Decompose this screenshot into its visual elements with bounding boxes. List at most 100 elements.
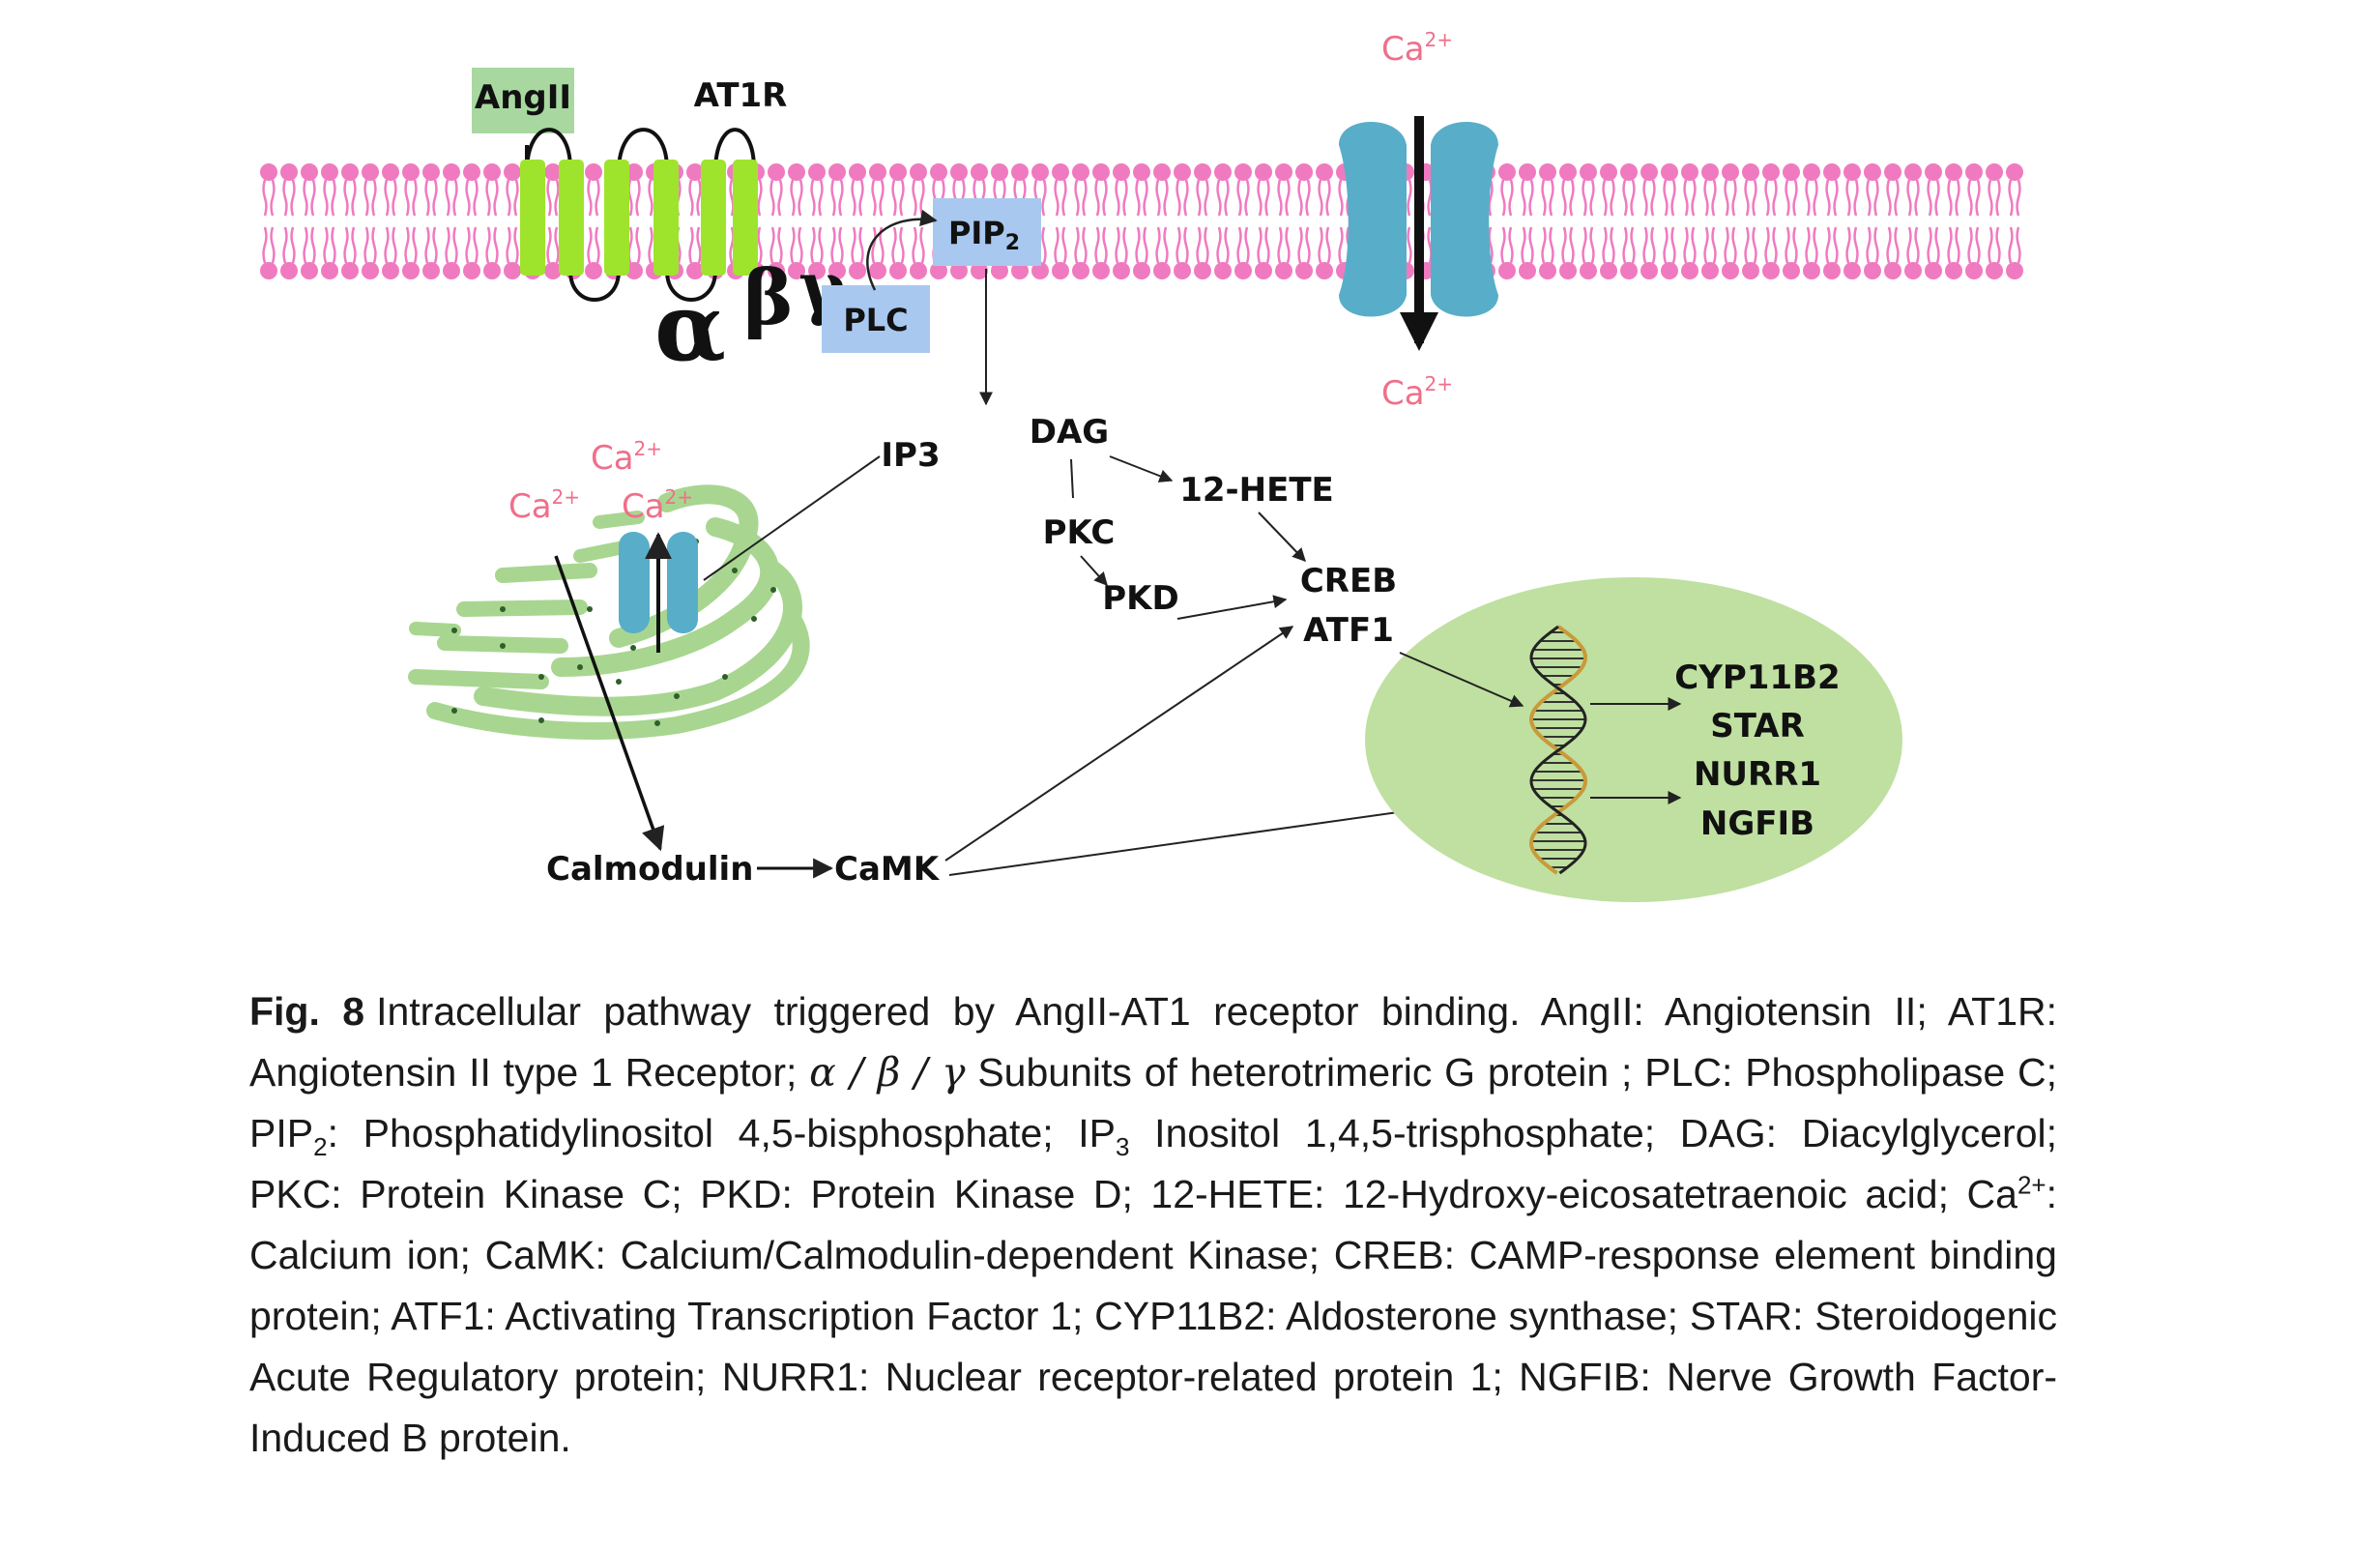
lipid-tail bbox=[1257, 179, 1263, 217]
lipid-head bbox=[1255, 163, 1272, 181]
lipid-tail bbox=[790, 226, 796, 264]
lipid-head bbox=[1864, 262, 1881, 279]
er-ribosome bbox=[500, 643, 506, 649]
lipid-tail bbox=[851, 179, 856, 217]
lipid-tail bbox=[1975, 179, 1981, 217]
lipid-head bbox=[1559, 163, 1577, 181]
lipid-head bbox=[1904, 163, 1922, 181]
lipid-tail bbox=[1257, 226, 1263, 264]
lipid-tail bbox=[1785, 179, 1790, 217]
lipid-head bbox=[341, 163, 359, 181]
lipid-tail bbox=[830, 179, 836, 217]
lipid-head bbox=[463, 262, 480, 279]
lipid-tail bbox=[1541, 226, 1547, 264]
lipid-head bbox=[971, 163, 988, 181]
lipid-head bbox=[1580, 163, 1597, 181]
lipid-tail bbox=[445, 179, 450, 217]
lipid-head bbox=[504, 262, 521, 279]
lipid-tail bbox=[1650, 226, 1656, 264]
lipid-head bbox=[1762, 163, 1780, 181]
camk-label: CaMK bbox=[834, 850, 941, 889]
lipid-tail bbox=[1224, 179, 1230, 217]
lipid-tail bbox=[1122, 226, 1128, 264]
lipid-tail bbox=[1285, 179, 1291, 217]
lipid-tail bbox=[1683, 179, 1689, 217]
pkc-to-pkd-arrow bbox=[1080, 555, 1108, 587]
lipid-head bbox=[991, 163, 1008, 181]
lipid-head bbox=[1072, 262, 1089, 279]
lipid-head bbox=[1600, 163, 1617, 181]
dna-strand-2 bbox=[1529, 625, 1587, 875]
lipid-head bbox=[849, 262, 866, 279]
lipid-tail bbox=[1338, 226, 1344, 264]
lipid-tail bbox=[1764, 179, 1770, 217]
lipid-tail bbox=[1143, 179, 1148, 217]
lipid-head bbox=[544, 262, 562, 279]
er-ribosome bbox=[630, 645, 636, 651]
lipid-tail bbox=[1995, 179, 2001, 217]
lipid-tail bbox=[1338, 179, 1344, 217]
lipid-tail bbox=[1642, 179, 1648, 217]
lipid-tail bbox=[323, 226, 329, 264]
lipid-head bbox=[1559, 262, 1577, 279]
lipid-head bbox=[463, 163, 480, 181]
lipid-head bbox=[1620, 262, 1638, 279]
lipid-head bbox=[1600, 262, 1617, 279]
lipid-head bbox=[686, 163, 704, 181]
lipid-tail bbox=[493, 179, 499, 217]
lipid-tail bbox=[351, 179, 357, 217]
lipid-tail bbox=[392, 179, 397, 217]
lipid-head bbox=[1823, 163, 1841, 181]
lipid-head bbox=[382, 262, 399, 279]
lipid-head bbox=[341, 262, 359, 279]
lipid-tail bbox=[1143, 226, 1148, 264]
lipid-head bbox=[402, 262, 420, 279]
lipid-tail bbox=[1115, 226, 1120, 264]
lipid-tail bbox=[2008, 226, 2014, 264]
caption-part: 2 bbox=[313, 1132, 328, 1162]
lipid-tail bbox=[546, 226, 552, 264]
lipid-head bbox=[768, 163, 785, 181]
lipid-tail bbox=[1277, 226, 1283, 264]
lipid-tail bbox=[1175, 226, 1181, 264]
lipid-tail bbox=[290, 226, 296, 264]
lipid-tail bbox=[1602, 226, 1608, 264]
lipid-head bbox=[950, 262, 968, 279]
receptor-helix-2 bbox=[559, 160, 584, 276]
lipid-tail bbox=[1873, 226, 1879, 264]
lipid-tail bbox=[891, 226, 897, 264]
lipid-tail bbox=[1163, 179, 1169, 217]
lipid-tail bbox=[1610, 226, 1615, 264]
lipid-tail bbox=[1845, 226, 1851, 264]
lipid-head bbox=[1925, 163, 1942, 181]
lipid-tail bbox=[363, 179, 369, 217]
pathway-diagram: AngII AT1R α β γ PLC PIP2 Ca2+ Ca2+ bbox=[260, 28, 2023, 902]
lipid-tail bbox=[851, 226, 856, 264]
lipid-tail bbox=[513, 179, 519, 217]
calcium-to-calmodulin-arrow bbox=[554, 555, 665, 852]
lipid-head bbox=[585, 262, 602, 279]
er-ribosome bbox=[770, 587, 776, 593]
lipid-head bbox=[1722, 163, 1739, 181]
lipid-tail bbox=[810, 226, 816, 264]
nurr1-label: NURR1 bbox=[1694, 755, 1821, 794]
lipid-head bbox=[2006, 262, 2023, 279]
plc-box bbox=[822, 285, 930, 353]
lipid-tail bbox=[331, 179, 336, 217]
lipid-head bbox=[808, 262, 826, 279]
lipid-tail bbox=[493, 226, 499, 264]
er-channel-left bbox=[619, 532, 650, 633]
lipid-tail bbox=[1521, 226, 1526, 264]
lipid-tail bbox=[1285, 226, 1291, 264]
lipid-head bbox=[2006, 163, 2023, 181]
lipid-tail bbox=[912, 226, 917, 264]
lipid-tail bbox=[1988, 179, 1993, 217]
lipid-tail bbox=[452, 226, 458, 264]
lipid-tail bbox=[371, 179, 377, 217]
lipid-tail bbox=[919, 226, 925, 264]
lipid-head bbox=[362, 163, 379, 181]
er-ribosome bbox=[722, 674, 728, 680]
lipid-tail bbox=[554, 179, 560, 217]
lipid-tail bbox=[1183, 179, 1189, 217]
lipid-tail bbox=[1724, 179, 1729, 217]
